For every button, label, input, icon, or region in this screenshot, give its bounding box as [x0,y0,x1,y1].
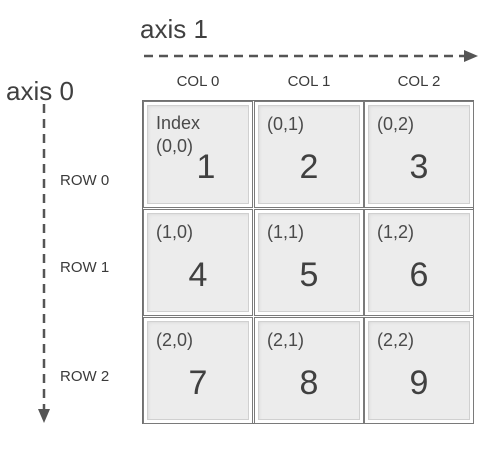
cell-index: (1,0) [156,222,194,242]
cell-value: 9 [409,364,429,402]
axis-1-label: axis 1 [140,14,208,44]
cell-index: (0,2) [377,114,415,134]
cell-index: (2,0) [156,330,194,350]
col-header-2: COL 2 [397,73,441,90]
grid-cell-1-2: (1,2) 6 [364,209,474,316]
cell-index: (2,2) [377,330,415,350]
row-header-2: ROW 2 [60,368,110,385]
axis-0-arrowhead-icon [38,409,50,423]
axis-0-label: axis 0 [6,76,74,106]
grid-cell-0-2: (0,2) 3 [364,101,474,208]
cell-index: (0,1) [267,114,305,134]
cell-value: 8 [299,364,319,402]
grid-cell-1-1: (1,1) 5 [254,209,364,316]
cell-value: 7 [188,364,208,402]
cell-value: 1 [196,148,216,186]
grid-cell-2-2: (2,2) 9 [364,317,474,424]
row-header-0: ROW 0 [60,172,110,189]
grid-cell-1-0: (1,0) 4 [143,209,253,316]
cell-value: 6 [409,256,429,294]
col-header-0: COL 0 [176,73,220,90]
cell-value: 4 [188,256,208,294]
grid-cell-0-0: Index (0,0) 1 [143,101,253,208]
array-grid: Index (0,0) 1 (0,1) 2 (0,2) 3 (1,0) 4 (1… [142,100,474,424]
cell-value: 5 [299,256,319,294]
cell-index: (0,0) [156,136,194,156]
grid-cell-0-1: (0,1) 2 [254,101,364,208]
cell-value: 3 [409,148,429,186]
axis-1-arrowhead-icon [464,50,478,62]
cell-index: (2,1) [267,330,305,350]
grid-cell-2-0: (2,0) 7 [143,317,253,424]
col-header-1: COL 1 [287,73,331,90]
cell-caption: Index [156,113,201,133]
grid-cell-2-1: (2,1) 8 [254,317,364,424]
row-header-1: ROW 1 [60,259,110,276]
cell-value: 2 [299,148,319,186]
cell-index: (1,1) [267,222,305,242]
cell-index: (1,2) [377,222,415,242]
